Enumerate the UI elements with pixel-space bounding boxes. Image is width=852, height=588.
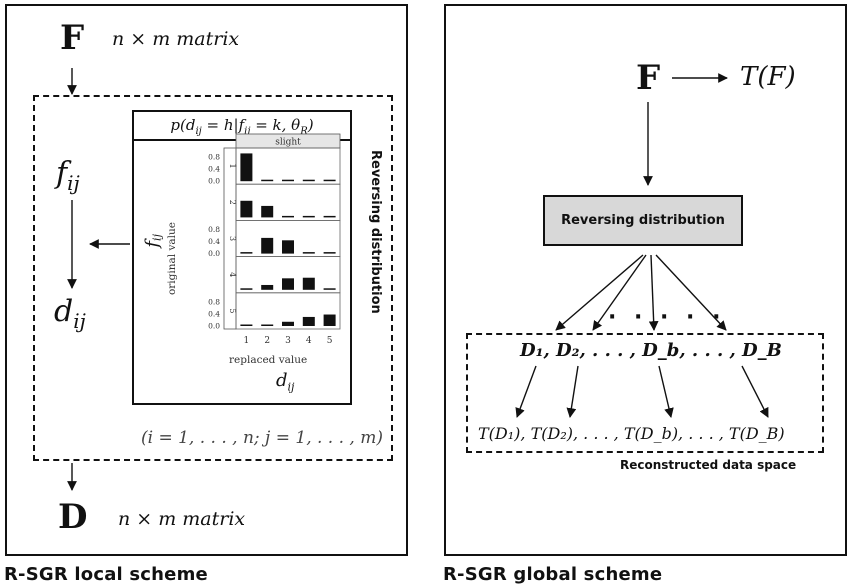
- inset-bar: [240, 200, 253, 218]
- inset-bar: [282, 215, 294, 218]
- inset-y-tick: 0.8: [208, 297, 220, 306]
- local-D-symbol: D: [58, 497, 88, 537]
- global-scheme-frame: [444, 4, 847, 556]
- inset-x-axis-symbol: dij: [276, 370, 295, 394]
- inset-bar: [323, 179, 336, 182]
- local-scheme-caption: R-SGR local scheme: [4, 564, 208, 585]
- inset-y-tick: 0.0: [208, 177, 220, 186]
- inset-bar: [282, 278, 294, 290]
- T-sample-row: T(D₁), T(D₂), . . . , T(D_b), . . . , T(…: [478, 424, 785, 443]
- inset-bar: [282, 321, 294, 326]
- inset-y-tick: 0.0: [208, 322, 220, 331]
- inset-bar: [282, 240, 294, 254]
- reconstructed-space-label: Reconstructed data space: [620, 458, 797, 472]
- arrow-D2-to-T2: [566, 365, 579, 418]
- local-D-matrix-label: n × m matrix: [118, 508, 246, 530]
- inset-y-tick: 0.8: [208, 225, 220, 234]
- inset-row-panel: [235, 292, 341, 330]
- inset-y-tick: 0.4: [208, 237, 220, 246]
- local-F-symbol: F: [60, 18, 85, 58]
- inset-y-tick: 0.4: [208, 165, 220, 174]
- inset-y-tick: 0.8: [208, 153, 220, 162]
- inset-bar: [323, 314, 336, 326]
- inset-bar: [261, 284, 274, 290]
- inset-bar: [261, 237, 274, 254]
- global-F-symbol: F: [636, 58, 661, 98]
- global-scheme-caption: R-SGR global scheme: [443, 564, 663, 585]
- arrow-box-to-DB: [655, 254, 727, 331]
- reconstructed-space-region: [466, 333, 824, 453]
- inset-bar: [302, 179, 315, 182]
- inset-x-axis-label: replaced value: [229, 354, 308, 366]
- arrow-D1-to-T1: [515, 365, 537, 418]
- arrow-Db-to-Tb: [658, 365, 674, 418]
- inset-x-tick: 1: [244, 336, 250, 346]
- inset-x-tick: 5: [327, 336, 333, 346]
- local-side-label: Reversing distribution: [368, 150, 383, 314]
- inset-bar: [282, 179, 294, 182]
- inset-x-tick: 2: [264, 336, 270, 346]
- inset-bar: [261, 205, 274, 218]
- inset-row-label: 5: [228, 308, 237, 313]
- inset-bar: [323, 215, 336, 218]
- reversing-distribution-box: Reversing distribution: [543, 195, 743, 246]
- arrow-box-to-D2: [592, 254, 647, 331]
- local-F-matrix-label: n × m matrix: [112, 28, 240, 50]
- local-f-ij: fij: [56, 156, 80, 195]
- inset-x-tick: 4: [306, 336, 312, 346]
- local-d-ij: dij: [54, 294, 86, 333]
- inset-y-tick: 0.0: [208, 249, 220, 258]
- inset-y-tick: 0.4: [208, 309, 220, 318]
- inset-row-label: 3: [228, 236, 237, 241]
- inset-x-tick: 3: [285, 336, 291, 346]
- inset-strip-label: slight: [275, 138, 301, 148]
- local-index-range: (i = 1, . . . , n; j = 1, . . . , m): [141, 428, 383, 448]
- inset-formula: p(dij = h|fij = k, θR): [170, 116, 314, 137]
- D-sample-row: D₁, D₂, . . . , D_b, . . . , D_B: [520, 340, 782, 361]
- inset-bar: [240, 324, 253, 326]
- inset-row-label: 4: [228, 272, 237, 277]
- local-scheme-frame: [5, 4, 408, 556]
- arrow-box-to-Db: [648, 254, 659, 331]
- local-dashed-region: [33, 95, 393, 461]
- inset-row-label: 2: [228, 200, 237, 205]
- inset-bar: [240, 153, 253, 182]
- arrow-box-to-D1: [555, 254, 644, 331]
- ellipsis-dots: · · · · ·: [608, 305, 726, 330]
- inset-row-label: 1: [228, 164, 237, 169]
- arrow-DB-to-TB: [741, 365, 769, 418]
- inset-bar: [302, 252, 315, 254]
- inset-bar: [302, 277, 315, 290]
- inset-bar: [302, 215, 315, 218]
- inset-bar: [261, 324, 274, 326]
- inset-bar: [240, 252, 253, 254]
- inset-bar: [323, 252, 336, 254]
- inset-plot: slight 1 0.8 0.4 0.0 2 3 0.8 0.4 0.0 4 5 0.8 0.4 0.0 1 2…: [208, 133, 341, 346]
- inset-bar: [261, 179, 274, 182]
- inset-bar: [302, 316, 315, 326]
- inset-bar: [323, 288, 336, 290]
- inset-bar: [240, 288, 253, 290]
- global-T-of-F: T(F): [740, 62, 796, 92]
